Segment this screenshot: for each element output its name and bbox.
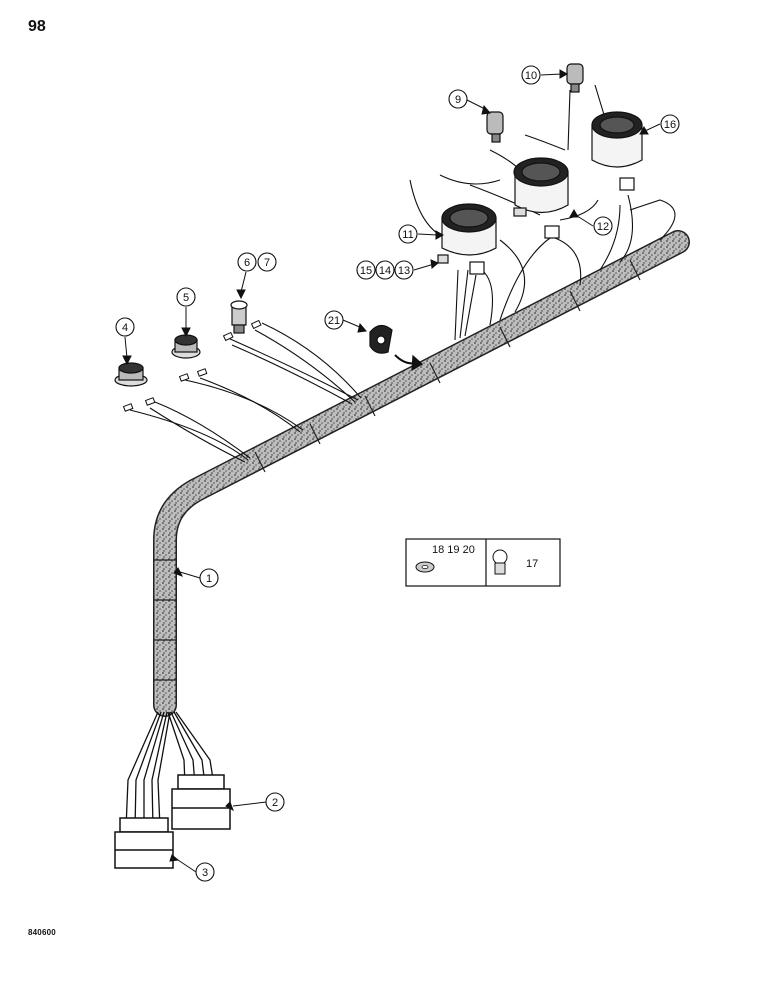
wire-terminals (122, 319, 262, 412)
gauge-11 (437, 203, 497, 275)
callout-21: 21 (328, 315, 340, 327)
callout-6: 6 (244, 257, 250, 269)
switch-branch-wires (129, 322, 362, 463)
page-number: 98 (28, 18, 46, 35)
callout-3: 3 (202, 867, 208, 879)
bulb-icon (492, 549, 508, 575)
gauge-12 (513, 157, 569, 239)
callout-7: 7 (264, 257, 270, 269)
callout-9: 9 (455, 94, 461, 106)
callout-14: 14 (379, 265, 391, 277)
lamp-10 (566, 63, 584, 93)
figure-code: 840600 (28, 928, 56, 937)
inset-right-label: 17 (526, 558, 538, 570)
gauge-16 (591, 111, 643, 191)
lamp-9 (486, 111, 504, 143)
clamp-21 (369, 324, 424, 372)
callout-15: 15 (360, 265, 372, 277)
callout-1: 1 (206, 573, 212, 585)
hardware-inset (405, 538, 561, 587)
callout-5: 5 (183, 292, 189, 304)
connector-3 (114, 817, 174, 869)
callout-10: 10 (525, 70, 537, 82)
connector-2 (171, 774, 231, 830)
callout-leaders (122, 69, 661, 873)
callout-12: 12 (597, 221, 609, 233)
callout-13: 13 (398, 265, 410, 277)
main-harness (153, 230, 690, 717)
callout-circles (115, 65, 680, 882)
callout-4: 4 (122, 322, 128, 334)
switch-4 (114, 362, 148, 387)
switch-6-7 (230, 300, 248, 334)
inset-left-label: 18 19 20 (432, 544, 475, 556)
callout-11: 11 (402, 229, 413, 241)
callout-2: 2 (272, 797, 278, 809)
callout-16: 16 (664, 119, 676, 131)
washer-icon (415, 561, 435, 573)
switch-5 (171, 334, 201, 359)
